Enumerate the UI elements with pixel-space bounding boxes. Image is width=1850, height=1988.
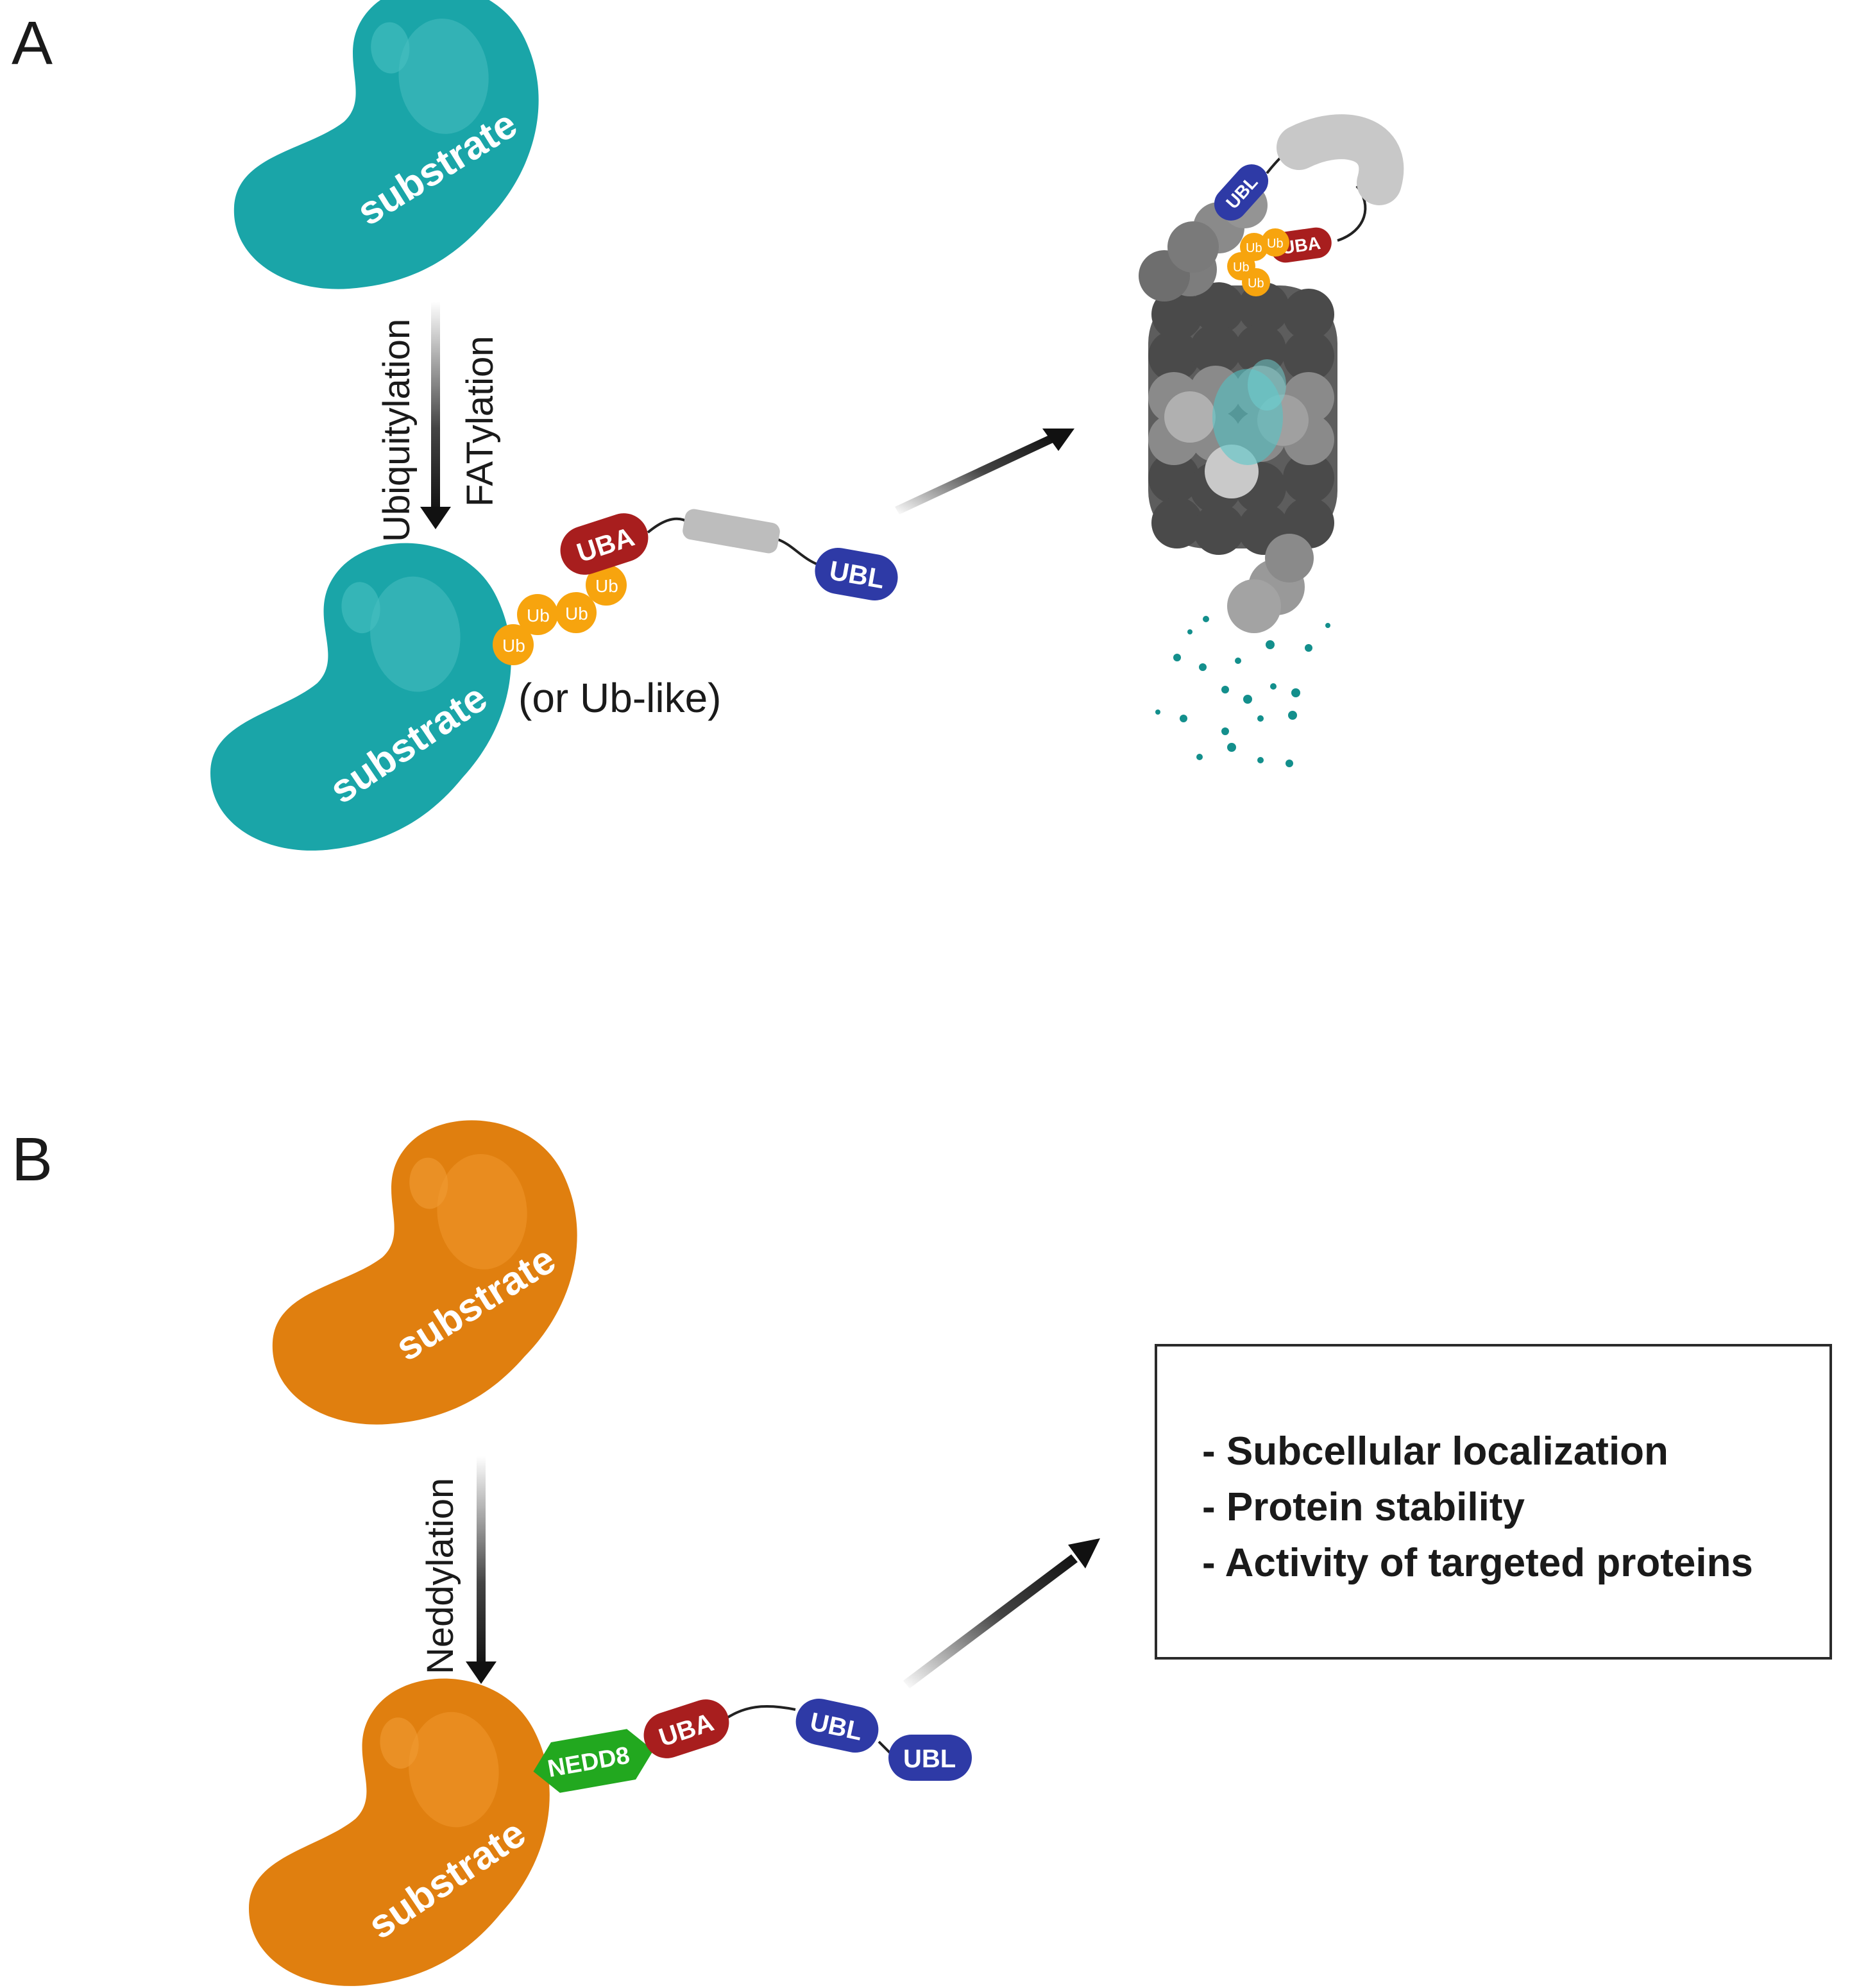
outcome-item: - Protein stability xyxy=(1202,1485,1525,1529)
ub-bead xyxy=(517,594,558,635)
substrate-a-top: substrate xyxy=(219,0,552,296)
substrate-a-bottom: substrate xyxy=(188,532,530,862)
ub-bead xyxy=(1242,268,1270,296)
shuttle-factor-b: NEDD8 UBA UBL UBL xyxy=(533,1698,972,1793)
substrate-b-bottom: substrate xyxy=(226,1668,568,1988)
ub-bead xyxy=(586,565,627,606)
outcome-item: - Activity of targeted proteins xyxy=(1202,1541,1753,1585)
outcomes-box: - Subcellular localization - Protein sta… xyxy=(1155,1344,1832,1660)
ub-bead xyxy=(493,624,534,665)
arrow-a-diagonal xyxy=(895,429,1074,514)
ub-label: Ub xyxy=(1267,237,1284,251)
fatylation-label: FATylation xyxy=(459,336,501,507)
outcome-item: - Subcellular localization xyxy=(1202,1429,1668,1474)
ub-bead xyxy=(556,592,597,633)
ub-label: Ub xyxy=(502,636,525,656)
ub-label: Ub xyxy=(565,604,588,624)
ub-label: Ub xyxy=(1246,241,1262,255)
ub-label: Ub xyxy=(527,606,550,625)
ub-like-label: (or Ub-like) xyxy=(518,675,721,721)
degraded-peptides xyxy=(1155,616,1330,767)
ub-label: Ub xyxy=(1233,260,1250,275)
panel-b-label: B xyxy=(12,1125,53,1194)
shuttle-factor-a: UBA UBL xyxy=(560,509,898,601)
ub-chain-a: Ub Ub Ub Ub xyxy=(493,565,627,665)
ub-label: Ub xyxy=(595,576,618,596)
panel-a-label: A xyxy=(12,9,53,78)
shuttle-factor-bound: UBL UBA Ub Ub Ub Ub xyxy=(1214,114,1404,296)
neddylation-label: Neddylation xyxy=(420,1478,461,1674)
arrow-b-vertical xyxy=(466,1456,496,1684)
ub-label: Ub xyxy=(1248,276,1264,291)
arrow-a-vertical xyxy=(420,302,451,529)
ubl-label: UBL xyxy=(903,1745,956,1773)
substrate-b-top: substrate xyxy=(257,1113,590,1432)
ubiquitylation-label: Ubiquitylation xyxy=(376,319,418,542)
ub-bead xyxy=(1261,228,1289,257)
nedd8-tag: NEDD8 xyxy=(533,1729,654,1793)
arrow-b-diagonal xyxy=(903,1538,1100,1688)
